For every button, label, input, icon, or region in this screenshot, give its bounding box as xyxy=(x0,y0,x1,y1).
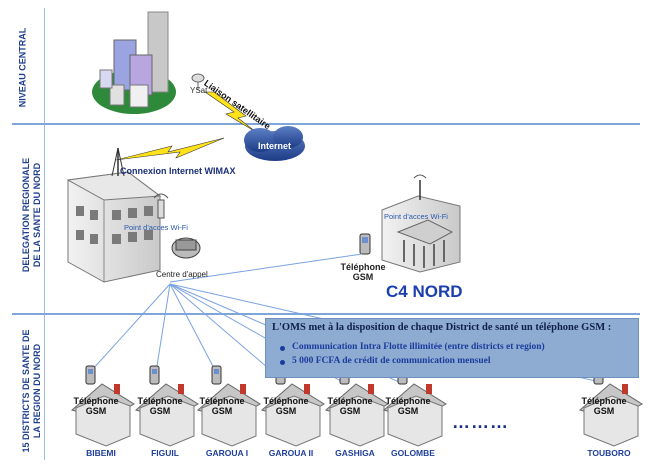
lightning-bolt-satellite xyxy=(204,91,257,133)
desk-phone-icon xyxy=(171,237,201,259)
divider-central xyxy=(12,123,640,125)
info-box: L'OMS met à la disposition de chaque Dis… xyxy=(265,318,639,378)
call-center-label: Centre d'appel xyxy=(156,270,208,279)
bullet-icon xyxy=(280,346,285,351)
c4-phone-label: Téléphone GSM xyxy=(340,262,386,282)
wifi-regional-label: Point d'acces Wi-Fi xyxy=(124,223,188,232)
divider-regional xyxy=(12,313,640,315)
district-phone-label: Téléphone GSM xyxy=(581,396,627,416)
lightning-bolt-wimax xyxy=(115,137,225,161)
district-phone-label: Téléphone GSM xyxy=(73,396,119,416)
district-name-label: FIGUIL xyxy=(151,448,179,458)
wimax-label: Connexion Internet WIMAX xyxy=(120,166,236,176)
ellipsis: ……… xyxy=(452,412,509,432)
district-house-icon xyxy=(324,365,389,447)
district-house-icon xyxy=(578,365,643,447)
satellite-dish-icon xyxy=(191,73,205,90)
info-box-title: L'OMS met à la disposition de chaque Dis… xyxy=(272,322,612,333)
district-house-icon xyxy=(70,365,135,447)
mobile-phone-icon xyxy=(149,365,160,385)
district-name-label: GASHIGA xyxy=(335,448,375,458)
district-house-icon xyxy=(260,365,325,447)
district-phone-label: Téléphone GSM xyxy=(385,396,431,416)
district-phone-label: Téléphone GSM xyxy=(137,396,183,416)
c4-mobile-phone-icon xyxy=(359,233,371,255)
internet-cloud-icon xyxy=(244,126,305,161)
wifi-antenna-icon xyxy=(153,193,169,219)
city-icon xyxy=(92,11,176,114)
district-name-label: GAROUA I xyxy=(205,448,249,458)
district-phone-label: Téléphone GSM xyxy=(199,396,245,416)
district-name-label: TOUBORO xyxy=(587,448,631,458)
c4-name-label: C4 NORD xyxy=(386,282,463,301)
district-house-icon xyxy=(134,365,199,447)
c4-building-icon xyxy=(381,174,461,273)
regional-building-icon xyxy=(66,147,162,283)
district-house-icon xyxy=(382,365,447,447)
district-phone-label: Téléphone GSM xyxy=(327,396,373,416)
band-axis-line xyxy=(44,8,45,460)
wifi-c4-label: Point d'acces Wi-Fi xyxy=(384,212,448,221)
info-item: Communication Intra Flotte illimitée (en… xyxy=(292,342,545,352)
district-houses xyxy=(70,365,643,447)
mobile-phone-icon xyxy=(211,365,222,385)
district-name-label: BIBEMI xyxy=(86,448,116,458)
district-house-icon xyxy=(196,365,261,447)
mobile-phone-icon xyxy=(85,365,96,385)
district-name-label: GOLOMBE xyxy=(391,448,435,458)
info-item: 5 000 FCFA de crédit de communication me… xyxy=(292,356,491,366)
district-name-label: GAROUA II xyxy=(268,448,314,458)
district-phone-label: Téléphone GSM xyxy=(263,396,309,416)
bullet-icon xyxy=(280,360,285,365)
internet-label: Internet xyxy=(258,141,292,151)
ysat-label: YSat xyxy=(190,86,208,95)
